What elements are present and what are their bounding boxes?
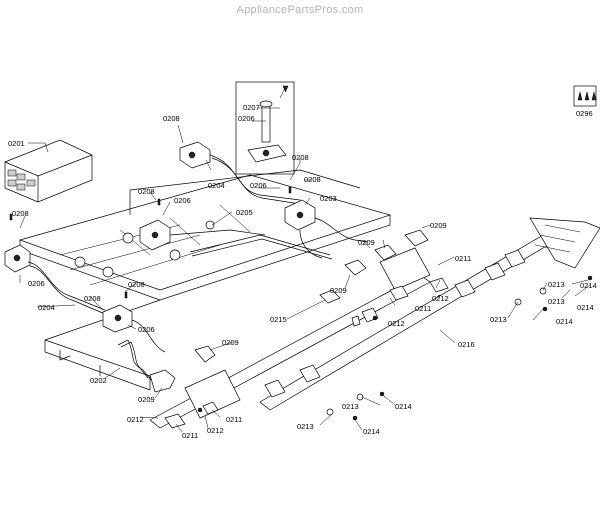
callout-0204: 0204	[208, 181, 225, 190]
callout-0212: 0212	[207, 426, 224, 435]
callout-0211: 0211	[415, 304, 431, 313]
thermocouple-inset	[235, 81, 295, 175]
callout-0206: 0206	[174, 196, 191, 205]
callout-0213: 0213	[548, 297, 565, 306]
callout-0211: 0211	[455, 254, 471, 263]
callout-0203: 0203	[320, 194, 337, 203]
callout-0201: 0201	[8, 139, 25, 148]
callout-0214: 0214	[577, 303, 594, 312]
spark-module-box	[4, 139, 93, 203]
callout-0212: 0212	[432, 294, 449, 303]
callout-0209: 0209	[222, 338, 239, 347]
watermark: AppliancePartsPros.com	[236, 4, 364, 16]
callout-0208: 0208	[292, 153, 309, 162]
callout-0204: 0204	[38, 303, 55, 312]
callout-0213: 0213	[342, 402, 359, 411]
leader-lines	[19, 89, 591, 433]
callout-0205: 0205	[236, 208, 253, 217]
callout-0214: 0214	[363, 427, 380, 436]
callout-0208: 0208	[304, 175, 321, 184]
callout-0212: 0212	[388, 319, 405, 328]
callout-0211: 0211	[226, 415, 242, 424]
callout-0212: 0212	[127, 415, 144, 424]
callout-0211: 0211	[182, 431, 198, 440]
callout-0214: 0214	[580, 281, 597, 290]
callout-0208: 0208	[163, 114, 180, 123]
callout-0209: 0209	[330, 286, 347, 295]
callout-0206: 0206	[138, 325, 155, 334]
callout-0206: 0206	[28, 279, 45, 288]
callout-0216: 0216	[458, 340, 475, 349]
callout-0202: 0202	[90, 376, 107, 385]
callout-0208: 0208	[12, 209, 29, 218]
callout-0207: 0207	[243, 103, 260, 112]
burner-cap-icon	[573, 85, 597, 107]
callout-0213: 0213	[548, 280, 565, 289]
callout-0208: 0208	[138, 187, 155, 196]
callout-0214: 0214	[395, 402, 412, 411]
callout-labels: 0201 0202 0203 0204 0204 0205 0206 0206 …	[8, 103, 597, 440]
callout-0206: 0206	[250, 181, 267, 190]
callout-0214: 0214	[556, 317, 573, 326]
callout-0209: 0209	[430, 221, 447, 230]
callout-0209: 0209	[138, 395, 155, 404]
callout-0296: 0296	[576, 109, 593, 118]
callout-0215: 0215	[270, 315, 287, 324]
callout-0208: 0208	[128, 280, 145, 289]
gas-valves-and-tubing	[4, 141, 369, 381]
callout-0208: 0208	[84, 294, 101, 303]
burner-tray	[18, 169, 392, 391]
callout-0206: 0206	[238, 114, 255, 123]
callout-0209: 0209	[358, 238, 375, 247]
callout-0213: 0213	[490, 315, 507, 324]
rear-manifold-0216	[259, 217, 600, 421]
callout-0213: 0213	[297, 422, 314, 431]
